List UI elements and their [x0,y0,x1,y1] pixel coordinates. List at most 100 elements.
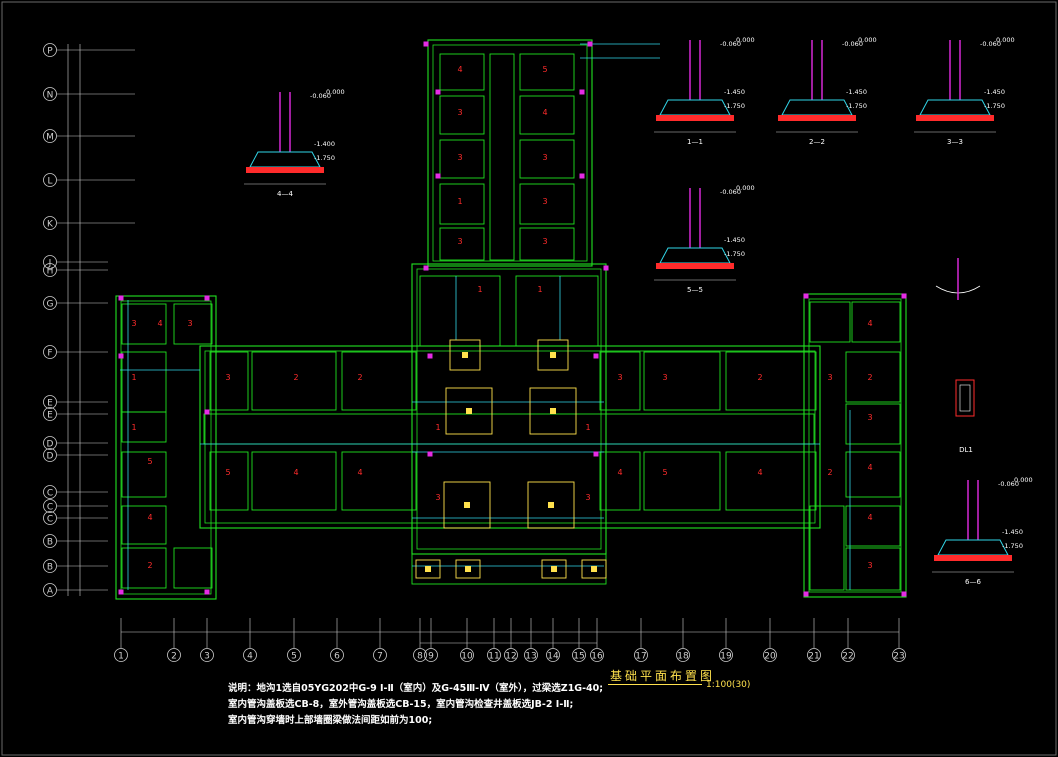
column-axis-bubble [330,648,344,662]
elevation-mid: -1.450 [724,88,745,96]
row-axis-label: A [47,587,54,597]
elevation-mid: -1.450 [1002,528,1023,536]
room-outline [725,351,817,411]
footing-outline [937,539,1009,556]
room-outline [845,451,901,498]
room-number: 5 [542,65,547,74]
drawing-title: 基础平面布置图 [610,669,716,683]
elevation-bottom: -1.750 [1002,542,1023,550]
room-number: 4 [867,319,872,328]
room-number: 3 [457,108,462,117]
room-number: 3 [827,373,832,382]
row-axis-label: D [47,440,54,450]
north-tower-wall [427,39,593,267]
elevation-bottom: -1.750 [314,154,335,162]
room-outline [519,227,575,261]
room-outline [439,183,485,225]
pit-outlines [118,41,907,597]
room-outline [121,451,167,498]
column-axis-bubble [487,648,501,662]
column-axis-label: 22 [842,652,853,662]
room-outline [519,139,575,179]
room-outline [643,351,721,411]
column-node [118,589,124,595]
room-outline [209,351,249,411]
pit-outline [529,387,577,435]
room-number: 5 [662,468,667,477]
column-node [593,451,599,457]
stair-outline [489,53,515,261]
room-number: 3 [542,237,547,246]
room-outline [341,451,417,511]
column-axis-label: 14 [547,652,559,662]
room-number: 3 [435,493,440,502]
elevation-bottom: -1.750 [984,102,1005,110]
room-outline [845,351,901,403]
elevation-top: 0.000 [858,36,877,44]
room-number: 1 [131,423,136,432]
foundation-walls [115,39,907,600]
column-axis-bubble [460,648,474,662]
room-number: 2 [827,468,832,477]
row-axis-bubble [43,583,57,597]
column-axis-label: 1 [118,652,124,662]
elevation-level: -0.060 [720,188,741,196]
row-axis-label: D [47,452,54,462]
section-details: 0.000-0.060-1.450-1.7501—10.000-0.060-1.… [244,36,1033,586]
room-outline [643,451,721,511]
room-number: 4 [147,513,152,522]
column-axis-bubble [424,648,438,662]
column-axis-bubble [504,648,518,662]
footing-base [656,263,734,269]
room-number: 3 [225,373,230,382]
room-number: 3 [187,319,192,328]
room-number: 2 [867,373,872,382]
room-outline [439,139,485,179]
room-number: 2 [757,373,762,382]
column-axis-bubble [200,648,214,662]
pit-outline [449,339,481,371]
column-node [423,41,429,47]
east-wing-wall [808,298,902,593]
entrance-outline [411,553,607,585]
room-outline [209,451,249,511]
column-axis-bubble [524,648,538,662]
column-axis-bubble [841,648,855,662]
column-axis-bubble [373,648,387,662]
room-number: 3 [542,153,547,162]
row-axis-label: F [47,349,52,359]
elevation-mid: -1.450 [984,88,1005,96]
row-axis-label: B [47,563,53,573]
column-axis-bubble [892,648,906,662]
room-number: 4 [293,468,298,477]
column-axis-label: 10 [461,652,473,662]
column-axis-label: 18 [677,652,689,662]
room-number: 3 [542,197,547,206]
elevation-bottom: -1.750 [724,250,745,258]
room-number: 1 [585,423,590,432]
elevation-top: 0.000 [736,184,755,192]
column-node [579,173,585,179]
row-axis-bubble [43,485,57,499]
room-number: 3 [617,373,622,382]
room-outline [173,547,213,589]
column-axis-bubble [807,648,821,662]
pit-outline [415,559,441,579]
room-number: 4 [757,468,762,477]
footing-outline [659,99,731,116]
column-node [204,295,210,301]
section-label: 6—6 [965,578,981,586]
title-underline [608,684,702,685]
elevation-mid: -1.450 [846,88,867,96]
row-axis-label: M [46,133,54,143]
column-axis-bubble [634,648,648,662]
room-number: 3 [457,237,462,246]
column-axis-label: 12 [505,652,516,662]
room-number: 2 [357,373,362,382]
pit-outline [581,559,607,579]
row-axis-label: C [47,489,53,499]
elevation-top: 0.000 [996,36,1015,44]
